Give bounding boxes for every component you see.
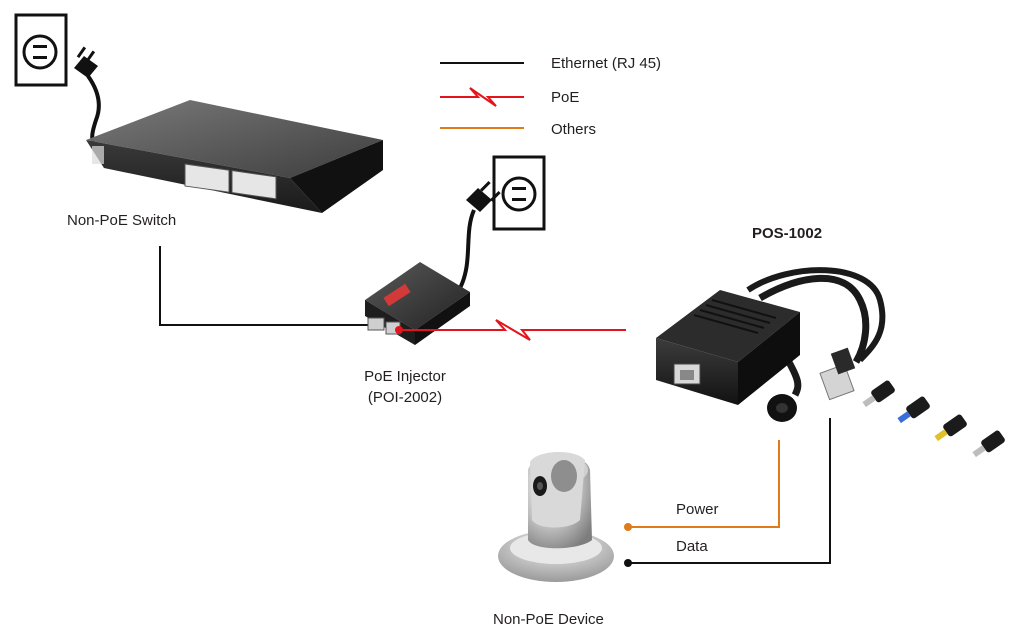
non-poe-switch	[86, 100, 383, 213]
power-outlet-icon	[492, 155, 546, 231]
switch-label: Non-PoE Switch	[67, 212, 177, 229]
device-label: Non-PoE Device	[493, 611, 604, 628]
ethernet-cable-switch-injector	[159, 246, 374, 326]
legend	[440, 62, 524, 129]
power-outlet-icon	[14, 13, 68, 87]
power-line	[624, 440, 780, 531]
pos-1002-splitter	[656, 267, 886, 422]
power-label: Power	[676, 501, 719, 518]
switch-ports	[184, 163, 277, 200]
power-plug-icon	[452, 181, 501, 300]
legend-poe-label: PoE	[551, 89, 580, 106]
poe-cable-injector-splitter	[395, 319, 626, 341]
rj45-plug	[819, 347, 856, 401]
power-plug-icon	[74, 46, 101, 152]
poe-injector	[365, 262, 470, 345]
injector-label-line1: PoE Injector	[364, 368, 446, 385]
splitter-label: POS-1002	[752, 225, 823, 242]
legend-others-label: Others	[551, 121, 597, 138]
legend-poe-line	[440, 87, 524, 107]
data-label: Data	[676, 538, 708, 555]
data-line	[624, 418, 831, 567]
splitter-vents	[693, 299, 777, 334]
legend-ethernet-label: Ethernet (RJ 45)	[551, 55, 662, 72]
dc-adapter-tips	[862, 380, 1005, 458]
ip-camera	[498, 451, 614, 582]
injector-label-line2: (POI-2002)	[367, 389, 443, 406]
